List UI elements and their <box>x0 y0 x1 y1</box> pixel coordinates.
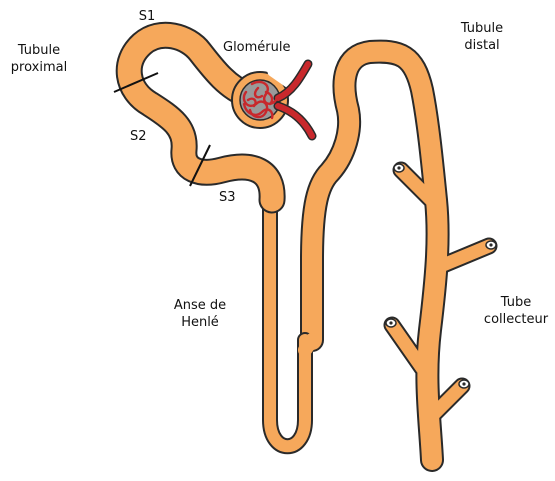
label-s3: S3 <box>219 189 236 206</box>
label-anse-de-henle-line2: Henlé <box>160 314 240 331</box>
glomerulus <box>232 64 312 136</box>
label-tubule-proximal-line1: Tubule <box>2 42 76 59</box>
label-tubule-proximal-line2: proximal <box>2 59 76 76</box>
label-tubule-proximal: Tubule proximal <box>2 42 76 76</box>
label-anse-de-henle-line1: Anse de <box>160 297 240 314</box>
label-anse-de-henle: Anse de Henlé <box>160 297 240 331</box>
label-s2: S2 <box>130 128 147 145</box>
label-tube-collecteur-line1: Tube <box>478 294 554 311</box>
label-glomerule: Glomérule <box>223 39 291 56</box>
label-s1: S1 <box>133 8 161 25</box>
label-tubule-distal-line1: Tubule <box>452 20 512 37</box>
collecting-duct <box>312 52 496 460</box>
label-tubule-distal-line2: distal <box>452 37 512 54</box>
label-tube-collecteur: Tube collecteur <box>478 294 554 328</box>
label-tubule-distal: Tubule distal <box>452 20 512 54</box>
label-tube-collecteur-line2: collecteur <box>478 311 554 328</box>
